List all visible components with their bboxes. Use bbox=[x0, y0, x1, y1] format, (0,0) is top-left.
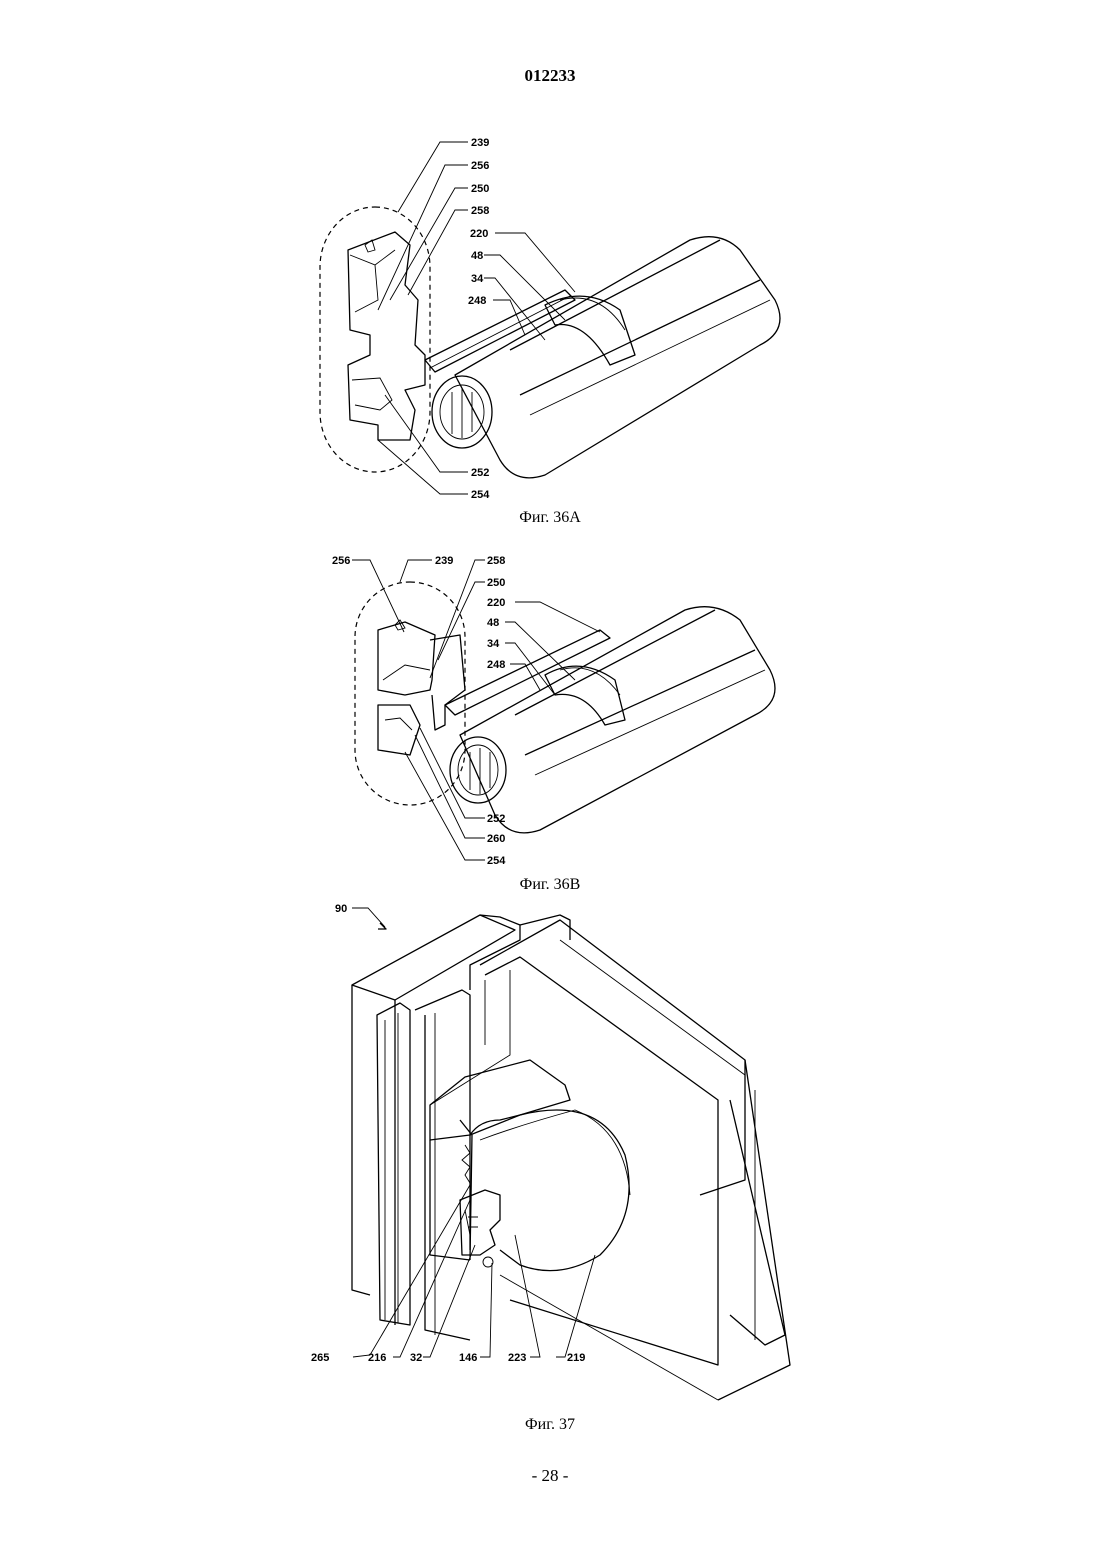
ref-label: 254 bbox=[471, 489, 490, 501]
ref-label: 219 bbox=[567, 1352, 585, 1364]
figure-caption: Фиг. 37 bbox=[0, 1416, 1100, 1434]
ref-label: 32 bbox=[410, 1352, 422, 1364]
ref-label: 250 bbox=[487, 577, 505, 589]
ref-label: 254 bbox=[487, 855, 506, 867]
ref-label: 258 bbox=[471, 205, 489, 217]
figure-36b-drawing: 256 239 258 250 220 48 34 248 252 260 25… bbox=[0, 540, 1100, 890]
ref-label: 250 bbox=[471, 183, 489, 195]
ref-label: 252 bbox=[471, 467, 489, 479]
ref-label: 220 bbox=[470, 228, 488, 240]
page-number: - 28 - bbox=[0, 1466, 1100, 1486]
ref-label: 216 bbox=[368, 1352, 386, 1364]
ref-label: 265 bbox=[311, 1352, 329, 1364]
ref-label: 256 bbox=[471, 160, 489, 172]
ref-label: 239 bbox=[435, 555, 453, 567]
ref-label: 252 bbox=[487, 813, 505, 825]
ref-label: 34 bbox=[487, 638, 500, 650]
ref-label: 223 bbox=[508, 1352, 526, 1364]
ref-label: 248 bbox=[487, 659, 505, 671]
figure-37-drawing: 90 265 216 32 146 223 219 bbox=[0, 895, 1100, 1415]
figure-caption: Фиг. 36B bbox=[0, 876, 1100, 894]
ref-label: 260 bbox=[487, 833, 505, 845]
ref-label: 248 bbox=[468, 295, 486, 307]
figure-caption: Фиг. 36A bbox=[0, 509, 1100, 527]
ref-label: 90 bbox=[335, 903, 347, 915]
ref-label: 239 bbox=[471, 137, 489, 149]
ref-label: 34 bbox=[471, 273, 484, 285]
ref-label: 220 bbox=[487, 597, 505, 609]
figure-36a-drawing: 239 256 250 258 220 48 34 248 252 254 bbox=[0, 0, 1100, 520]
ref-label: 258 bbox=[487, 555, 505, 567]
ref-label: 48 bbox=[487, 617, 499, 629]
ref-label: 48 bbox=[471, 250, 483, 262]
ref-label: 256 bbox=[332, 555, 350, 567]
ref-label: 146 bbox=[459, 1352, 477, 1364]
